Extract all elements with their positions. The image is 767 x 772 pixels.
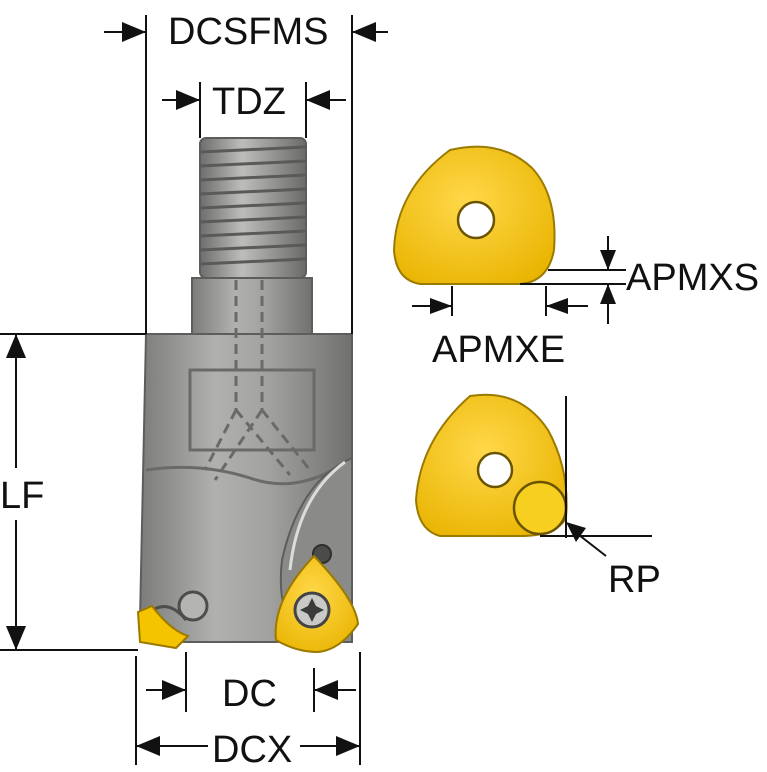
label-dcsfms: DCSFMS — [168, 11, 328, 53]
label-apmxe: APMXE — [432, 329, 565, 371]
insert-hole-2 — [476, 451, 514, 489]
label-dc: DC — [222, 673, 277, 715]
milling-cutter — [136, 137, 360, 654]
threaded-shank — [199, 137, 307, 279]
label-rp: RP — [608, 559, 661, 601]
body-flat — [188, 368, 316, 452]
pocket-screw-hole — [177, 590, 209, 622]
left-insert — [136, 604, 190, 650]
insert-detail-bottom — [414, 393, 652, 557]
label-lf: LF — [0, 475, 44, 517]
insert-detail-top — [392, 145, 626, 324]
corner-radius-circle — [512, 480, 568, 536]
front-insert — [274, 554, 360, 654]
dimension-lines — [0, 15, 388, 765]
insert-hole — [456, 200, 496, 240]
label-dcx: DCX — [212, 729, 292, 767]
label-tdz: TDZ — [212, 81, 286, 123]
shank-neck — [191, 277, 313, 335]
label-apmxs: APMXS — [626, 257, 759, 299]
